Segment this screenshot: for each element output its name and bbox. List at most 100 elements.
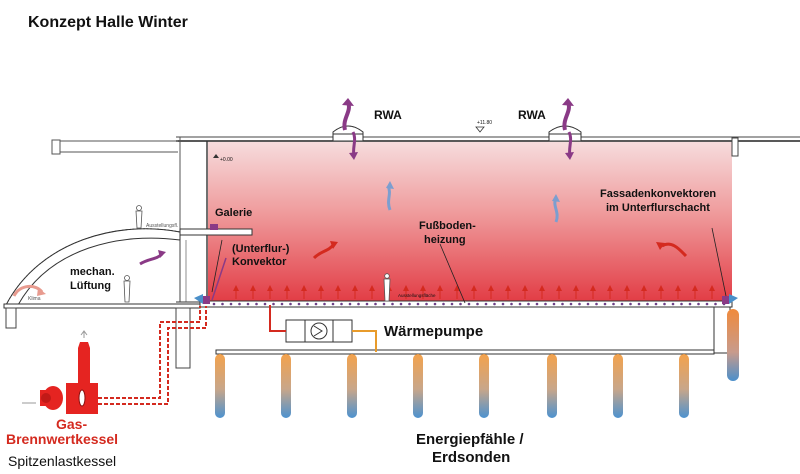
floor-pipe-dot xyxy=(501,302,505,306)
floor-pipe-dot xyxy=(340,302,343,306)
floor-pipe-dot xyxy=(510,302,513,306)
fussboden-label-line1: Fußboden- xyxy=(419,220,476,232)
floor-pipe-dot xyxy=(595,302,598,306)
floor-pipe-dot xyxy=(688,302,692,306)
floor-pipe-dot xyxy=(229,302,233,306)
floor-pipe-dot xyxy=(493,302,496,306)
leader-lines xyxy=(211,239,466,304)
floor-pipe-dot xyxy=(425,302,428,306)
level-marker-roof: +11.80 xyxy=(475,120,492,133)
klima-label: Klima xyxy=(28,296,41,302)
mechan-label-line2: Lüftung xyxy=(70,280,111,292)
energy-piles xyxy=(215,354,689,418)
person-figure xyxy=(123,205,391,303)
floor-pipe-dot xyxy=(365,302,369,306)
diagram-title: Konzept Halle Winter xyxy=(28,14,188,31)
gas-label: Gas- xyxy=(56,416,87,432)
gallery-convector xyxy=(210,224,218,230)
exhibition-floor-label: Ausstellungsfläche xyxy=(398,293,436,298)
floor-pipe-dot xyxy=(603,302,607,306)
fassade-label-line2: im Unterflurschacht xyxy=(606,202,710,214)
smoke-vent-left xyxy=(332,98,364,160)
level-marker-hall: +0.00 xyxy=(213,154,233,163)
floor-pipe-dot xyxy=(484,302,488,306)
floor-pipe-dot xyxy=(331,302,335,306)
floor-pipe-dot xyxy=(544,302,547,306)
energy-pile xyxy=(479,354,489,418)
floor-pipe-dot xyxy=(578,302,581,306)
floor-pipe-dot xyxy=(433,302,437,306)
floor-pipe-dot xyxy=(467,302,471,306)
energiepfaehle-label-line2: Erdsonden xyxy=(432,449,510,466)
floor-pipe-dot xyxy=(408,302,411,306)
rwa-label-left: RWA xyxy=(374,108,402,122)
floor-pipe-dot xyxy=(586,302,590,306)
floor-pipe-dot xyxy=(637,302,641,306)
floor-pipe-dot xyxy=(255,302,258,306)
mechan-label-line1: mechan. xyxy=(70,266,115,278)
heat-pump-pipes xyxy=(269,305,377,352)
floor-pipe-dot xyxy=(518,302,522,306)
floor-pipe-dot xyxy=(289,302,292,306)
floor-pipe-dot xyxy=(552,302,556,306)
floor-pipe-dot xyxy=(450,302,454,306)
floor-pipe-dot xyxy=(620,302,624,306)
floor-pipe-dot xyxy=(527,302,530,306)
floor-pipe-dot xyxy=(697,302,700,306)
floor-pipe-dot xyxy=(246,302,250,306)
floor-pipe-dot xyxy=(212,302,216,306)
floor-pipe-dot xyxy=(612,302,615,306)
floor-pipe-dot xyxy=(348,302,352,306)
foundation-beam xyxy=(215,349,715,355)
energy-pile xyxy=(413,354,423,418)
smoke-vent-right xyxy=(548,98,582,160)
energy-pile xyxy=(215,354,225,418)
level-hall-label: +0.00 xyxy=(220,157,233,163)
floor-pipe-dot xyxy=(705,302,709,306)
energy-pile xyxy=(679,354,689,418)
floor-pipe-dot xyxy=(680,302,683,306)
energy-pile xyxy=(547,354,557,418)
heat-pump-unit xyxy=(285,319,353,343)
floor-pipe-dot xyxy=(374,302,377,306)
floor-pipe-dot xyxy=(382,302,386,306)
energiepfaehle-label-line1: Energiepfähle / xyxy=(416,431,524,448)
hall-roof xyxy=(176,136,800,302)
floor-pipe-dot xyxy=(442,302,445,306)
brennwertkessel-label: Brennwertkessel xyxy=(6,431,118,447)
floor-pipe-dot xyxy=(306,302,309,306)
boiler-flow-pipe xyxy=(98,306,207,405)
floor-pipe-dot xyxy=(416,302,420,306)
floor-pipe-dot xyxy=(654,302,658,306)
energy-pile xyxy=(347,354,357,418)
floor-pipe-dot xyxy=(314,302,318,306)
floor-pipe-dot xyxy=(272,302,275,306)
floor-pipe-dot xyxy=(629,302,632,306)
floor-pipe-dot xyxy=(280,302,284,306)
energy-pile xyxy=(613,354,623,418)
floor-pipe-dot xyxy=(671,302,675,306)
fassade-label-line1: Fassadenkonvektoren xyxy=(600,188,716,200)
unterflur-label-line1: (Unterflur-) xyxy=(232,243,290,255)
ventilation-swirl-arrows xyxy=(12,181,688,297)
facade-shaft xyxy=(713,306,739,381)
gas-boiler xyxy=(22,330,98,414)
floor-pipe-dot xyxy=(221,302,224,306)
floor-pipe-dot xyxy=(323,302,326,306)
fussboden-label-line2: heizung xyxy=(424,234,466,246)
waermepumpe-label: Wärmepumpe xyxy=(384,323,483,340)
energy-pile xyxy=(281,354,291,418)
floor-pipe-dot xyxy=(263,302,267,306)
floor-pipe-dot xyxy=(663,302,666,306)
underfloor-convector-left xyxy=(194,257,227,304)
exhibition-upper-label: Ausstellungsfl. xyxy=(146,223,178,229)
floor-pipe-dot xyxy=(238,302,241,306)
unterflur-label-line2: Konvektor xyxy=(232,256,287,268)
floor-pipe-dot xyxy=(399,302,403,306)
floor-pipe-dot xyxy=(561,302,564,306)
floor-pipe-dot xyxy=(391,302,394,306)
hall-warm-air xyxy=(208,142,732,302)
floor-pipe-dot xyxy=(357,302,360,306)
floor-heating-pipes xyxy=(212,302,726,306)
